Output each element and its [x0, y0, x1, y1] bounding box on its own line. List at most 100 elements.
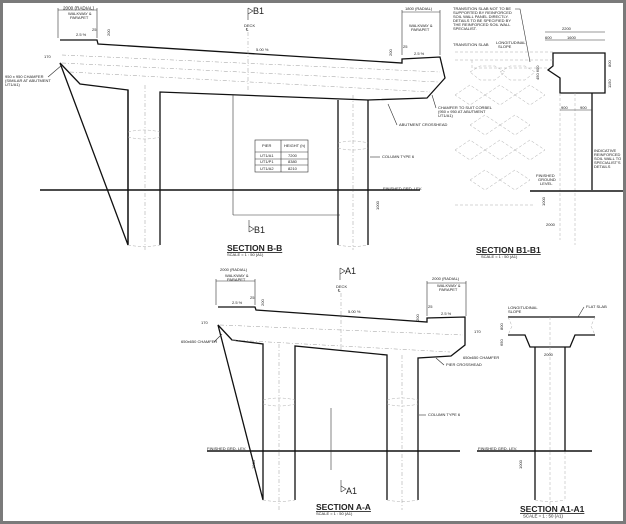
dim-25-right: 25: [428, 304, 433, 309]
transition-slab-label: TRANSITION SLAB: [453, 42, 489, 47]
dim-200-left: 200: [106, 29, 111, 36]
transition-slab-note-5: THE REINFORCED SOIL WALL: [453, 22, 511, 27]
slope-right: 2.5 %: [441, 311, 452, 316]
table-header: HEIGHT (h): [284, 143, 306, 148]
section-title: SECTION A-A: [316, 502, 371, 512]
transition-slab-note-4: DETAILS TO BE SPECIFIED BY: [453, 18, 511, 23]
section-a1a1: LONGITUDINAL SLOPE FLAT SLAB 800 650 200…: [477, 304, 607, 519]
section-cut-marker-top: [339, 267, 346, 280]
table-grid: [255, 140, 308, 172]
soil-wall-note-3: SOIL WALL TO: [594, 156, 621, 161]
left-parapet-label: WALKWAY &: [68, 11, 92, 16]
parapet-dims: [215, 279, 467, 316]
cut-mark-bottom: A1: [346, 486, 357, 496]
slab-outline: [508, 316, 595, 500]
left-parapet-label-2: PARAPET: [227, 277, 246, 282]
chamfer-right-note: CHAMFER TO SUIT CORBEL: [438, 105, 493, 110]
chamfer-right-note-2: (950 x 950 AT ABUTMENT: [438, 109, 486, 114]
parapet-dims: [57, 8, 441, 55]
dim-1000: 1000: [375, 200, 380, 210]
table-header: PIER: [262, 143, 271, 148]
leader-line: [435, 357, 445, 366]
dim-1600: 1600: [567, 35, 577, 40]
leader-line: [47, 64, 63, 78]
section-scale: SCALE = 1 : 50 (A1): [523, 514, 563, 519]
centerline-symbol: ℄: [245, 27, 249, 32]
leader-line: [577, 306, 585, 318]
deck-centerlines: [219, 324, 464, 510]
column-break-marks: [262, 397, 419, 502]
dim-900-left: 900: [561, 105, 568, 110]
ground-label: FINISHED GRD. LEV.: [207, 446, 246, 451]
section-scale: SCALE = 1 : 50 (A1): [227, 252, 264, 257]
longitudinal-slope-label: LONGITUDINAL: [496, 40, 526, 45]
column-outlines: [127, 90, 369, 245]
chamfer-left-note: 950 x 950 CHAMFER: [5, 74, 44, 79]
ground-label-3: LEVEL: [540, 181, 553, 186]
flat-slab-label: FLAT SLAB: [586, 304, 607, 309]
table-cell: UT1/A2: [260, 166, 274, 171]
hidden-lines: [455, 51, 576, 245]
right-parapet-label: WALKWAY &: [409, 23, 433, 28]
longitudinal-slope-label: LONGITUDINAL: [508, 305, 538, 310]
hidden-lines: [507, 316, 596, 505]
dim-25-left: 25: [250, 295, 255, 300]
chamfer-right-label: 650x650 CHAMFER: [463, 355, 499, 360]
dim-200-right: 200: [415, 314, 420, 321]
soil-wall-note-4: SPECIALIST'S: [594, 160, 621, 165]
ground-label: FINISHED: [536, 173, 555, 178]
dim-1150: 1150: [607, 79, 612, 88]
table-cell: UT1/A1: [260, 153, 274, 158]
right-parapet-label-2: PARAPET: [439, 287, 458, 292]
dim-1000: 1000: [251, 459, 256, 469]
soil-wall-note-5: DETAILS: [594, 164, 611, 169]
slope-mid: 5.00 %: [256, 47, 269, 52]
column-label: COLUMN TYPE 6: [428, 412, 461, 417]
crosshead-label: ABUTMENT CROSSHEAD: [399, 122, 447, 127]
right-parapet-label: WALKWAY &: [437, 283, 461, 288]
transition-slab-note: TRANSITION SLAB NOT TO BE: [453, 6, 511, 11]
dim-2200: 2200: [562, 26, 572, 31]
transition-slab-note-2: SUPPORTED BY REINFORCED: [453, 10, 512, 15]
slope-left: 2.5 %: [76, 32, 87, 37]
dim-200-left: 200: [260, 299, 265, 306]
dim-2000: 2000: [546, 222, 556, 227]
dim-650: 650: [499, 339, 504, 346]
longitudinal-slope-label-2: SLOPE: [508, 309, 522, 314]
soil-wall-note: INDICATIVE: [594, 148, 616, 153]
left-parapet-width: 2000 (RADIAL): [63, 6, 95, 11]
chamfer-left-note-3: UT1/A1): [5, 82, 21, 87]
dim-1000: 1000: [541, 196, 546, 206]
section-aa: 2000 (RADIAL) WALKWAY & PARAPET 2000 (RA…: [181, 266, 499, 516]
dim-170-left: 170: [201, 320, 208, 325]
section-b1b1: TRANSITION SLAB NOT TO BE SUPPORTED BY R…: [453, 6, 623, 259]
table-cell: UT1/P1: [260, 159, 274, 164]
dim-lines: [545, 31, 605, 41]
dim-600: 600: [545, 35, 552, 40]
right-parapet-width: 1800 (RADIAL): [405, 6, 433, 11]
dim-25-left: 25: [92, 27, 97, 32]
slope-left: 2.5 %: [232, 300, 243, 305]
right-parapet-label-2: PARAPET: [411, 27, 430, 32]
table-cell: 7200: [288, 153, 298, 158]
section-bb: 2000 (RADIAL) WALKWAY & PARAPET 1800 (RA…: [5, 6, 493, 258]
section-title: SECTION B1-B1: [476, 245, 541, 255]
section-title: SECTION A1-A1: [520, 504, 585, 514]
dim-800: 800: [499, 323, 504, 330]
abutment-outline: [546, 52, 606, 94]
table-cell: 8380: [288, 159, 298, 164]
slope-mid: 5.00 %: [348, 309, 361, 314]
dim-2000: 2000: [544, 352, 554, 357]
reinforced-soil-wall-hatch: [454, 65, 546, 206]
right-parapet-width: 2000 (RADIAL): [432, 276, 460, 281]
longitudinal-slope-label-2: SLOPE: [498, 44, 512, 49]
soil-wall-note-2: REINFORCED: [594, 152, 621, 157]
table-cell: 8210: [288, 166, 298, 171]
section-cut-marker-bottom: [340, 480, 347, 493]
ground-label: FINISHED GRD. LEV.: [383, 186, 422, 191]
leader-line: [213, 333, 223, 343]
dim-900-right: 900: [580, 105, 587, 110]
chamfer-right-note-3: UT1/A1): [438, 113, 454, 118]
pier-height-table: PIER HEIGHT (h) UT1/A1 7200 UT1/P1 8380 …: [254, 139, 309, 173]
crosshead-label: PIER CROSSHEAD: [446, 362, 482, 367]
